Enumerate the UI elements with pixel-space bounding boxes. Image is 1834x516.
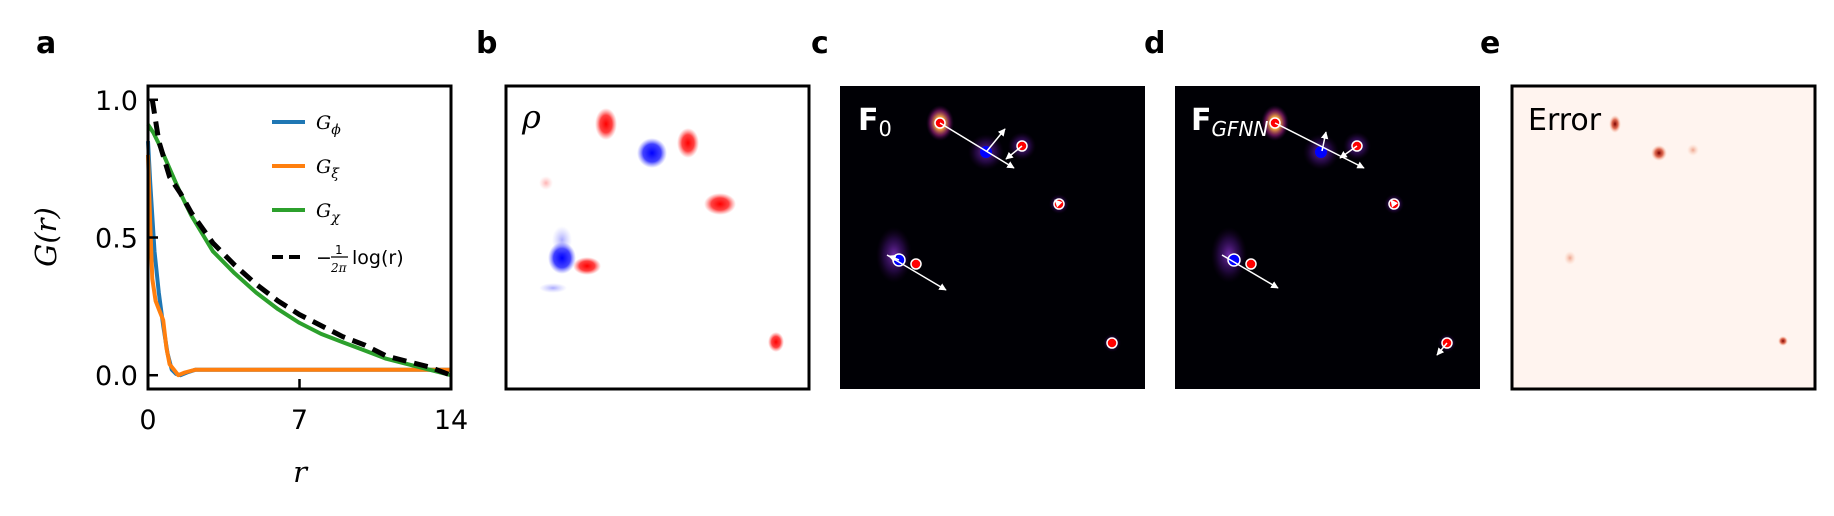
force-arrow [1005,145,1023,160]
x-tick-label: 14 [434,405,468,436]
legend-entry-log: − 1 2π log(r) [316,243,404,275]
panel-letter-e: e [1480,26,1501,61]
ticks-layer: 0 7 14 0.0 0.5 1.0 [95,86,468,436]
y-tick-label: 0.5 [95,224,138,255]
force-label-gfnn: FGFNN [1191,103,1268,141]
error-hotspot [1564,251,1576,265]
panel-letter-a: a [36,26,57,61]
panel-letter-c: c [811,26,829,61]
panel-letter-d: d [1144,26,1166,61]
series-line-g-chi [146,123,452,378]
error-hotspot [1687,144,1699,156]
positive-charge-blob [768,332,784,352]
force-arrow [1274,122,1365,169]
negative-charge-blob [637,138,667,168]
negative-charge-blob [548,242,576,274]
y-tick-label: 0.0 [95,361,138,392]
force-arrow [886,254,947,291]
series-layer [146,99,452,378]
panel-letter-b: b [476,26,498,61]
line-chart: 0 7 14 0.0 0.5 1.0 Gϕ Gξ Gχ − 1 2π log(r) r G… [29,84,468,489]
force-label-f0: F0 [858,103,892,141]
force-map-panel-f0: F0 [840,86,1145,389]
force-arrow [1436,342,1448,356]
error-map-panel: Error [1510,84,1817,391]
error-hotspot [1778,336,1788,346]
density-map-panel: ρ [504,84,811,391]
legend-entry-g-xi: Gξ [316,156,340,182]
positive-charge-blob [573,257,601,275]
error-map-frame [1510,84,1817,391]
force-arrow [1390,199,1399,208]
force-arrow [1339,145,1358,159]
legend-entry-g-phi: Gϕ [316,112,341,138]
positive-charge-blob [704,193,736,215]
plot-frame [146,84,453,391]
negative-charge [1315,146,1327,158]
density-map-frame [504,84,811,391]
faint-charge-blob [539,283,567,293]
y-tick-label: 1.0 [95,86,138,117]
legend: Gϕ Gξ Gχ − 1 2π log(r) [272,112,404,275]
svg-text:2π: 2π [330,261,348,275]
positive-charge [1106,337,1118,349]
charge-glow [876,227,912,283]
force-map-panel-gfnn: FGFNN [1175,86,1480,389]
x-tick-label: 0 [139,405,156,436]
legend-entry-g-chi: Gχ [316,200,341,226]
force-arrow [939,122,1015,169]
faint-charge-blob [552,226,572,254]
force-arrow [986,128,1006,152]
svg-text:1: 1 [335,243,343,257]
y-axis-label: G(r) [29,207,63,267]
faint-charge-blob [539,176,553,190]
charge-glow [1211,227,1247,283]
positive-charge [1245,258,1257,270]
force-arrow [1054,199,1063,208]
svg-text:log(r): log(r) [352,247,404,269]
force-arrow [888,255,900,262]
force-arrow [1221,254,1279,289]
error-hotspot [1651,145,1667,161]
series-line-g-xi [146,154,451,378]
positive-charge-blob [595,108,617,140]
x-axis-label: r [293,455,309,489]
positive-charge [910,258,922,270]
density-label: ρ [521,98,541,136]
positive-charge-blob [677,128,699,158]
svg-text:−: − [316,247,332,269]
error-label: Error [1528,103,1602,138]
force-arrow [1320,131,1329,152]
x-tick-label: 7 [291,405,308,436]
error-hotspot [1609,115,1621,133]
series-line-1-2-log-r [149,99,452,378]
